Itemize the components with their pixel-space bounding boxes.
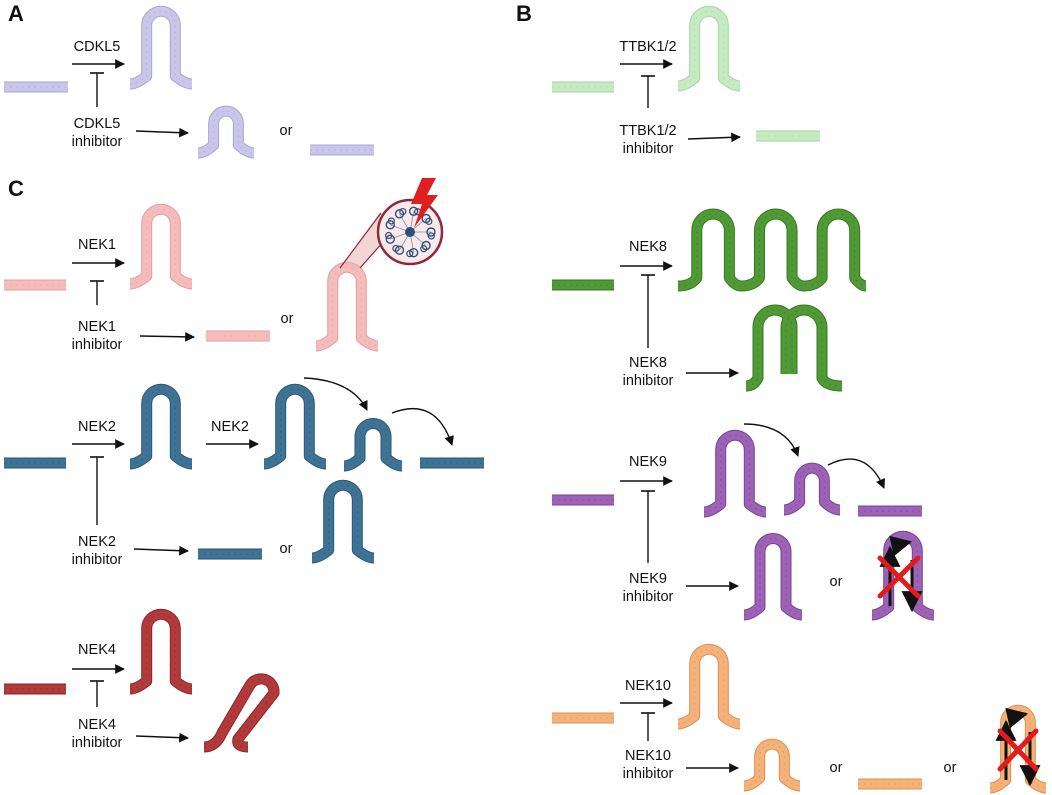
kinase-label-nek10: NEK10 [625,678,671,694]
cilium-nek2-tall-3 [311,479,375,564]
panel-a: A CDKL5 CDKL5 inhibitor or [4,1,374,159]
nek8-group: NEK8 NEK8 inhibitor [552,208,867,392]
cilium-nek9-tall [703,429,767,518]
panel-c-letter: C [8,176,24,201]
cilium-nek9-short [783,462,841,516]
magnifier-edge-left [339,212,382,269]
inhibitor-label-nek2-1: NEK2 [78,534,116,550]
inhibitor-label-b-1: TTBK1/2 [619,123,676,139]
inhibitor-label-b-2: inhibitor [623,141,674,157]
kinase-label-nek2: NEK2 [78,419,116,435]
red-x-icon-nek10 [997,728,1039,772]
cilium-a-short [197,105,255,159]
kinase-label-nek1: NEK1 [78,237,116,253]
panel-a-letter: A [8,1,24,26]
axoneme-cross-section-icon [376,198,444,266]
inhibitor-arrow-nek4 [135,732,189,743]
kinase-label-a: CDKL5 [74,39,121,55]
inhibitor-label-a-1: CDKL5 [74,116,121,132]
kinase-label-nek9: NEK9 [629,454,667,470]
nek4-group: NEK4 NEK4 inhibitor [4,608,280,753]
inhibitor-label-nek9-2: inhibitor [623,589,674,605]
inhibitor-arrow-b [687,132,741,143]
cilium-a-tall [129,5,193,90]
or-label-a: or [280,123,293,139]
cilium-nek4-bent [203,673,280,753]
or-label-nek1: or [281,311,294,327]
cilium-nek4-tall [129,608,193,695]
inhibitor-label-nek9-1: NEK9 [629,571,667,587]
or-label-nek10-1: or [830,760,843,776]
curved-arrow-nek2-2 [391,408,454,446]
cilium-nek2-tall-2 [263,383,327,470]
nek2-group: NEK2 NEK2 NEK2 inhibitor or [4,377,484,568]
cilium-nek8-multi [677,208,867,292]
inhibitor-label-nek8-2: inhibitor [623,373,674,389]
inhibitor-label-nek8-1: NEK8 [629,355,667,371]
inhibitor-arrow-nek1 [139,331,195,342]
kinase-label-b: TTBK1/2 [619,39,676,55]
cilium-nek1-tall [129,203,193,290]
nek10-group: NEK10 NEK10 inhibitor or or [552,643,1047,794]
inhibitor-label-a-2: inhibitor [72,134,123,150]
cilium-b-tall [677,5,741,92]
inhibitor-label-nek10-2: inhibitor [623,766,674,782]
kinase-label-nek4: NEK4 [78,642,116,658]
panel-b-letter: B [516,1,532,26]
inhibitor-label-nek2-2: inhibitor [72,552,123,568]
cilium-nek2-short [343,418,403,472]
kinase-label-nek2-second: NEK2 [211,419,249,435]
panel-b: B TTBK1/2 TTBK1/2 inhibitor [516,1,820,157]
or-label-nek9: or [830,574,843,590]
inhibitor-arrow-a [135,127,189,138]
curved-arrow-nek9-1 [743,423,800,457]
lightning-bolt-icon [411,178,438,228]
curved-arrow-nek2-1 [303,377,368,411]
inhibitor-arrow-nek2 [133,545,189,556]
inhibitor-label-nek4-1: NEK4 [78,717,116,733]
cilium-nek1-damaged [315,261,379,352]
inhibitor-label-nek1-2: inhibitor [72,337,123,353]
red-x-icon [877,555,921,599]
kinase-label-nek8: NEK8 [629,239,667,255]
cilium-nek2-tall [129,383,193,470]
or-label-nek2: or [280,541,293,557]
inhibitor-label-nek10-1: NEK10 [625,748,671,764]
transport-arrows-nek9 [879,535,923,613]
cilium-nek9-tall-2 [743,533,803,621]
or-label-nek10-2: or [944,760,957,776]
nek1-group: NEK1 NEK1 inhibitor or [4,178,444,353]
curved-arrow-nek9-2 [827,458,886,489]
cilium-nek8-overlap [745,304,843,392]
inhibitor-label-nek4-2: inhibitor [72,735,123,751]
nek9-group: NEK9 NEK9 inhibitor or [552,423,935,621]
cilium-nek10-short [743,738,801,792]
inhibitor-label-nek1-1: NEK1 [78,319,116,335]
cilium-nek10-tall [677,643,741,730]
